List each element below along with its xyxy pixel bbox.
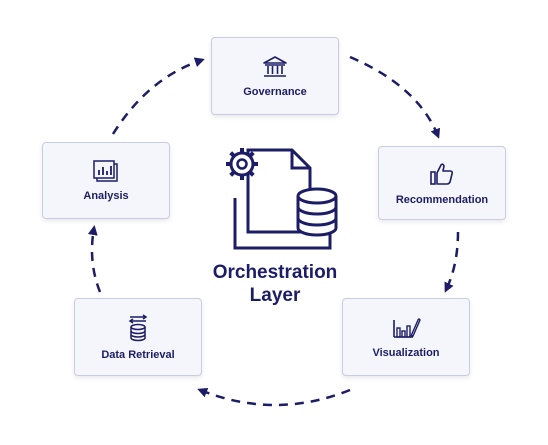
analysis-label: Analysis	[83, 190, 129, 202]
visualization-node: Visualization	[342, 298, 470, 376]
center-title: Orchestration Layer	[170, 261, 380, 307]
recommendation-node: Recommendation	[378, 146, 506, 220]
governance-label: Governance	[243, 85, 307, 98]
arrow-governance-to-recommendation	[349, 55, 441, 139]
thumbs-up-icon	[429, 161, 455, 187]
analysis-node: Analysis	[42, 142, 170, 219]
bar-chart-pen-icon	[391, 316, 421, 340]
center-title-line1: Orchestration	[212, 262, 338, 283]
recommendation-label: Recommendation	[395, 193, 489, 206]
document-gear-database-icon	[220, 140, 340, 260]
governance-node: Governance	[211, 37, 339, 115]
database-transfer-icon	[126, 313, 150, 342]
data-retrieval-label: Data Retrieval	[101, 348, 175, 361]
center-title-line2: Layer	[249, 285, 301, 306]
arrow-data-retrieval-to-analysis	[87, 225, 102, 293]
chart-document-icon	[92, 159, 120, 183]
arrow-recommendation-to-visualization	[444, 231, 460, 293]
bank-building-icon	[262, 55, 288, 79]
arrow-analysis-to-governance	[111, 57, 205, 135]
visualization-label: Visualization	[372, 346, 440, 359]
arrow-visualization-to-data-retrieval	[197, 387, 351, 407]
data-retrieval-node: Data Retrieval	[74, 298, 202, 376]
